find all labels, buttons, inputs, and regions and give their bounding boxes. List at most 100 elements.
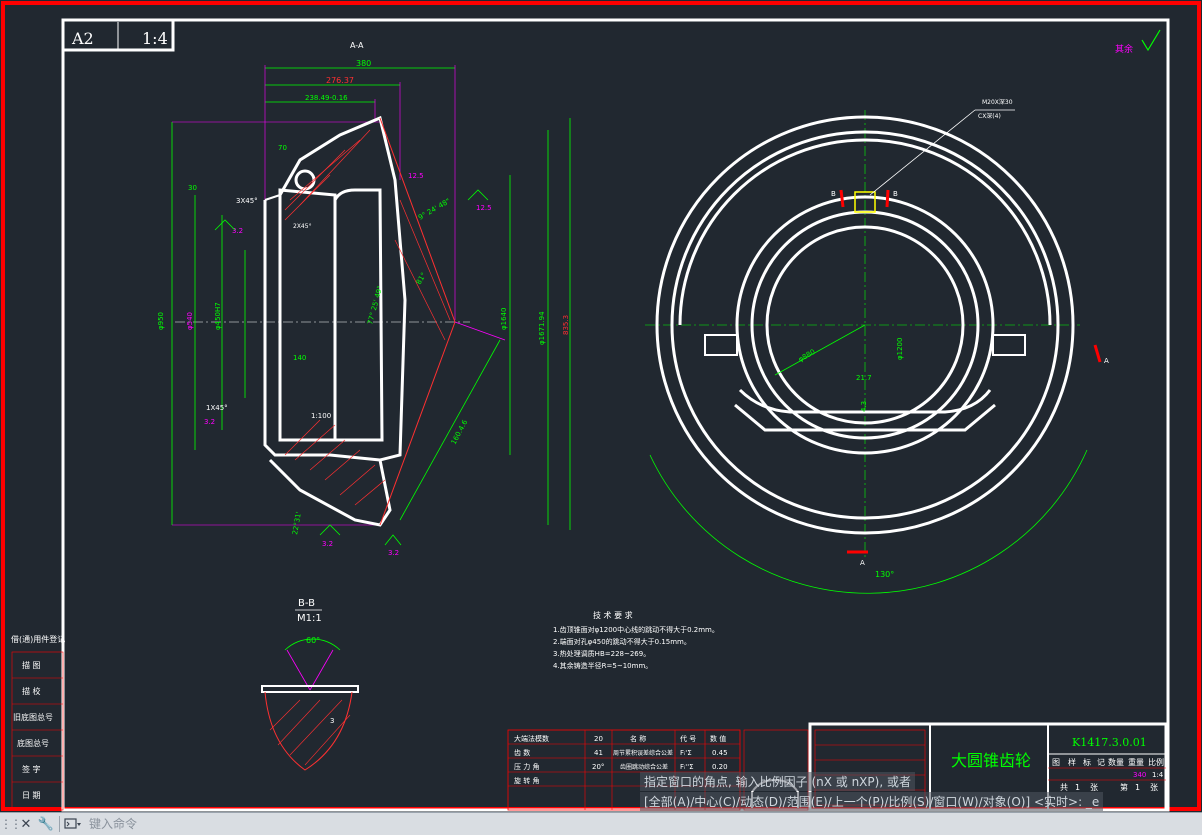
dim-130deg: 130° xyxy=(875,570,894,579)
grip-handle-icon[interactable]: ⋮⋮ xyxy=(0,817,22,831)
drawing-number: K1417.3.0.01 xyxy=(1072,736,1147,749)
dim-1-100: 1:100 xyxy=(311,412,331,420)
marker-b-right: B xyxy=(893,190,898,198)
dim-21-7: 21.7 xyxy=(856,374,872,382)
dim-3-2c: 3.2 xyxy=(322,540,333,548)
dim-3-2a: 3.2 xyxy=(232,227,243,235)
part-name: 大圆锥齿轮 xyxy=(951,751,1031,770)
tb-sheet-5: 1 xyxy=(1135,783,1140,792)
tech-req-4: 4.其余铸造半径R=5~10mm。 xyxy=(553,661,652,670)
dim-276: 276.37 xyxy=(326,76,354,85)
dim-1x45: 1X45° xyxy=(206,404,228,412)
register-header: 借(通)用件登记 xyxy=(11,634,65,644)
dim-phi450h7: φ450H7 xyxy=(214,302,222,330)
dim-4-3: 4.3 xyxy=(860,401,868,412)
dim-phi950: φ950 xyxy=(157,312,165,330)
gear-row-3-label: 旋 转 角 xyxy=(514,776,539,785)
gear-row-0-label: 大端法模数 xyxy=(514,734,549,743)
dim-3x45: 3X45° xyxy=(236,197,258,205)
dim-22deg: 22°31' xyxy=(291,511,303,535)
section-view-bb: B-B M1:1 60° 3 xyxy=(261,598,359,771)
tech-req-title: 技 术 要 求 xyxy=(593,610,633,620)
roughness-check-icon xyxy=(1141,29,1161,52)
tech-req-1: 1.齿顶锥面对φ1200中心线的跳动不得大于0.2mm。 xyxy=(553,625,719,634)
dim-238: 238.49-0.16 xyxy=(305,94,348,102)
col-h3: 标 xyxy=(1083,757,1091,767)
gear-param-table: 大端法模数 20 名 称 代 号 数 值 齿 数 41 周节累积误差综合公差 F… xyxy=(507,729,741,811)
gear-row-1-num: 0.45 xyxy=(712,749,728,757)
dim-phi880: φ880 xyxy=(797,348,817,364)
dim-12-5a: 12.5 xyxy=(408,172,424,180)
dim-380: 380 xyxy=(356,59,371,68)
dim-phi1671: φ1671.94 xyxy=(538,311,546,345)
tb-weight: 340 xyxy=(1133,771,1146,779)
gear-row-2-value: 20° xyxy=(592,763,604,771)
dim-cx: CX深(4) xyxy=(978,112,1001,120)
tb-sheet-4: 第 xyxy=(1120,782,1128,792)
register-row-3: 旧底图总号 xyxy=(13,712,53,722)
register-row-5: 签 字 xyxy=(22,764,41,774)
tb-sheet-2: 1 xyxy=(1075,783,1080,792)
dim-140: 140 xyxy=(293,354,306,362)
register-row-2: 描 校 xyxy=(22,686,41,696)
drawing-border xyxy=(61,18,1170,812)
roughness-other-label: 其余 xyxy=(1115,43,1133,55)
col-h5: 数量 xyxy=(1108,757,1124,767)
col-h7: 比例 xyxy=(1148,757,1164,767)
close-icon[interactable]: ✕ xyxy=(20,816,32,832)
section-view-aa: 380 276.37 238.49-0.16 φ950 φ540 φ450H7 … xyxy=(157,59,571,557)
drawing-canvas[interactable]: A2 1:4 A-A 其余 380 276.37 238.49-0.16 φ95… xyxy=(0,0,1202,812)
tb-sheet-1: 共 xyxy=(1060,783,1068,792)
dim-phi540: φ540 xyxy=(186,312,194,330)
gear-row-1-code: Fᵢ'Σ xyxy=(680,749,692,757)
marker-b-left: B xyxy=(831,190,836,198)
dim-m20: M20X深30 xyxy=(982,98,1013,106)
command-bar: ⋮⋮ ✕ 🔧 xyxy=(0,812,1202,835)
gear-row-1-name: 周节累积误差综合公差 xyxy=(613,749,673,757)
command-history-line-1: 指定窗口的角点, 输入比例因子 (nX 或 nXP), 或者 xyxy=(640,772,915,791)
dim-70: 70 xyxy=(278,144,287,152)
col-h6: 重量 xyxy=(1128,757,1144,767)
section-label-aa: A-A xyxy=(350,41,364,50)
end-view: B B A A M20X深30 CX深(4) φ880 φ1200 21.7 4… xyxy=(645,98,1109,594)
dim-2x45: 2X45° xyxy=(293,223,312,230)
col-h4: 记 xyxy=(1097,758,1105,767)
command-input[interactable] xyxy=(83,814,1202,834)
marker-a-right: A xyxy=(1104,357,1109,365)
gear-row-0-name: 名 称 xyxy=(630,734,646,743)
dim-3-2d: 3.2 xyxy=(388,549,399,557)
gear-row-2-label: 压 力 角 xyxy=(514,762,539,771)
tech-req-3: 3.热处理调质HB=228~269。 xyxy=(553,649,650,658)
register-column: 借(通)用件登记 描 图 描 校 旧底图总号 底图总号 签 字 日 期 xyxy=(11,634,65,811)
sheet-size: A2 xyxy=(71,29,94,48)
dim-phi1640: φ1640 xyxy=(500,308,508,330)
divider xyxy=(59,816,60,832)
gear-row-2-code: Fᵢ''Σ xyxy=(680,763,694,771)
section-bb-angle: 60° xyxy=(306,636,320,645)
sheet-frame xyxy=(1,1,1201,811)
gear-row-2-num: 0.20 xyxy=(712,763,728,771)
section-bb-dim: 3 xyxy=(330,717,334,725)
dim-cone: 160.4.6 xyxy=(450,418,470,446)
gear-row-1-label: 齿 数 xyxy=(514,748,530,757)
col-h1: 图 xyxy=(1052,758,1060,767)
section-bb-label: B-B xyxy=(298,598,315,609)
gear-row-0-value: 20 xyxy=(594,735,603,743)
command-history-line-2: [全部(A)/中心(C)/动态(D)/范围(E)/上一个(P)/比例(S)/窗口… xyxy=(640,792,1104,811)
dim-9deg: 9° 24' 48" xyxy=(417,197,452,222)
tech-req-2: 2.端面对孔φ450的跳动不得大于0.15mm。 xyxy=(553,637,691,646)
recent-commands-icon[interactable] xyxy=(63,814,83,834)
dim-81: 81° xyxy=(415,271,428,286)
gear-row-2-name: 齿圈跳动综合公差 xyxy=(620,763,668,771)
register-row-4: 底图总号 xyxy=(17,738,49,748)
dim-12-5b: 12.5 xyxy=(476,204,492,212)
dim-30: 30 xyxy=(188,184,197,192)
customize-wrench-icon[interactable]: 🔧 xyxy=(37,816,55,832)
marker-a-bottom: A xyxy=(860,559,865,567)
dim-phi1200-right: φ1200 xyxy=(896,338,904,360)
sheet-scale: 1:4 xyxy=(142,29,168,48)
tech-requirements: 技 术 要 求 1.齿顶锥面对φ1200中心线的跳动不得大于0.2mm。 2.端… xyxy=(553,610,719,670)
dim-3-2b: 3.2 xyxy=(204,418,215,426)
gear-row-0-num: 数 值 xyxy=(710,734,726,743)
gear-row-0-code: 代 号 xyxy=(680,734,696,743)
